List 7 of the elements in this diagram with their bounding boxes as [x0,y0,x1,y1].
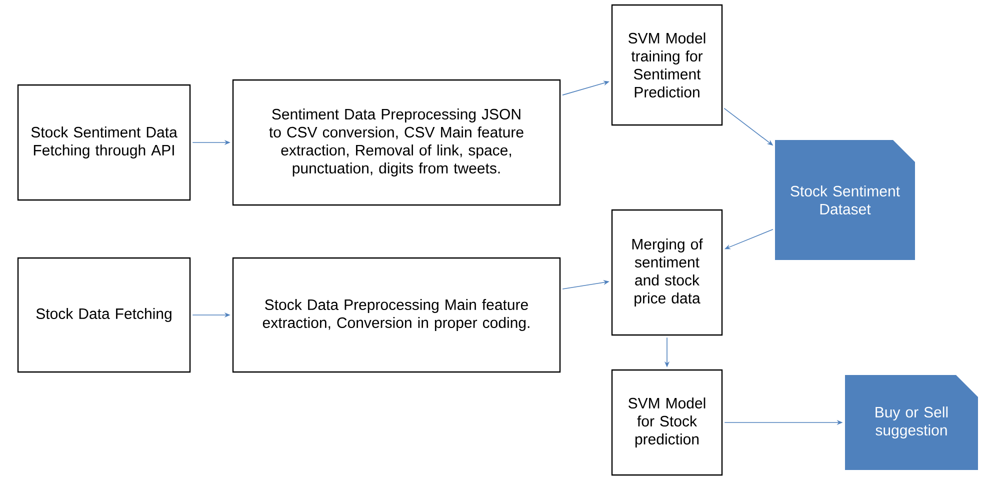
process-box: Stock Data Fetching [17,257,191,373]
process-box: SVM Model for Stock prediction [611,369,723,476]
process-box: SVM Model training for Sentiment Prediction [611,4,723,126]
process-box: Merging of sentiment and stock price data [611,209,723,336]
process-box: Sentiment Data Preprocessing JSON to CSV conversion, CSV Main feature extraction, Removal of link, space, punctuation, digits from tweets. [232,79,561,206]
process-box: Stock Data Preprocessing Main feature extraction, Conversion in proper coding. [232,257,561,373]
process-box: Stock Sentiment Data Fetching through API [17,84,191,201]
